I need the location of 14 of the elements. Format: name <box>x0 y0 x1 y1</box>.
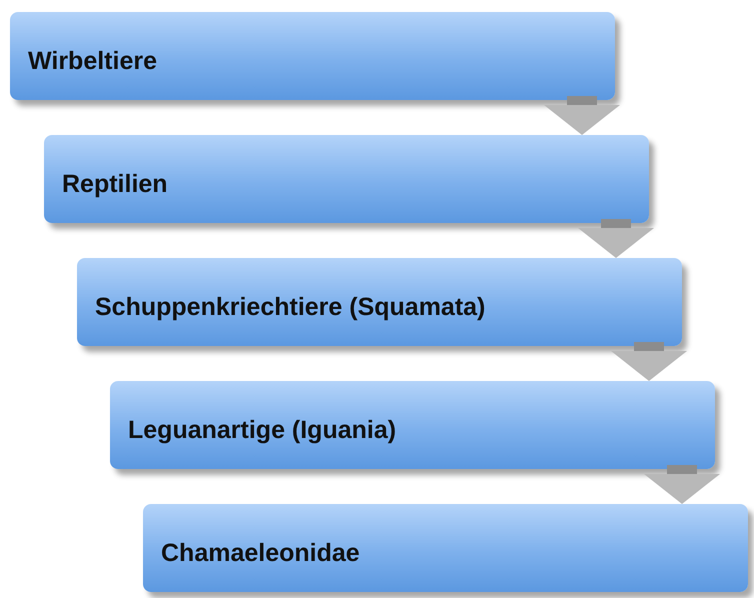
box-label: Reptilien <box>62 170 168 198</box>
process-box <box>44 135 649 223</box>
block-arrow <box>578 219 654 258</box>
box-label: Schuppenkriechtiere (Squamata) <box>95 292 486 322</box>
block-arrow <box>644 465 720 504</box>
process-box <box>77 258 682 346</box>
box-label: Wirbeltiere <box>28 46 157 76</box>
process-box <box>143 504 748 592</box>
block-arrow <box>611 342 687 381</box>
process-box <box>110 381 715 469</box>
process-box <box>10 12 615 100</box>
block-arrow <box>544 96 620 135</box>
box-label: Chamaeleonidae <box>161 538 360 568</box>
box-label: Leguanartige (Iguania) <box>128 416 396 444</box>
